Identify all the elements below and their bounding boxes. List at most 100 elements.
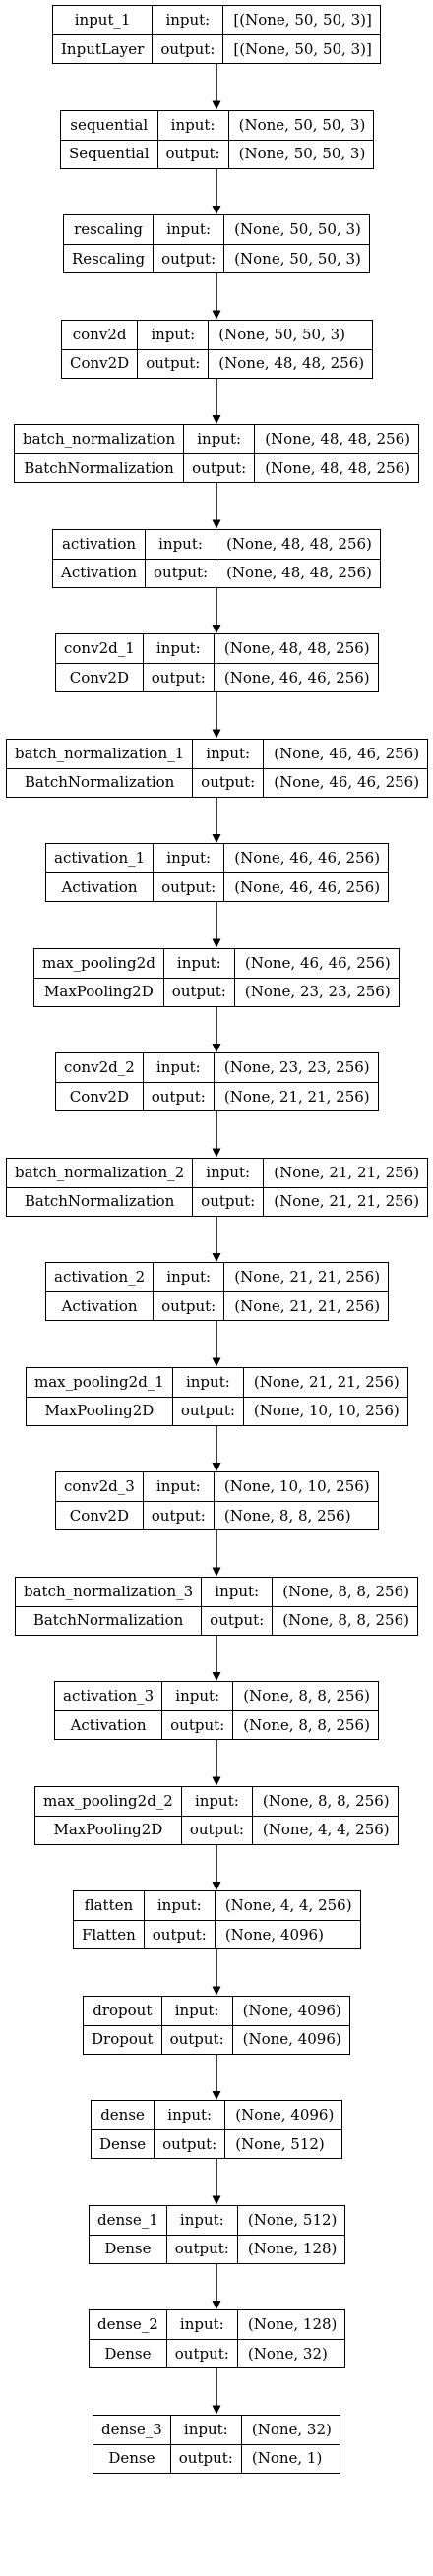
output-shape: (None, 50, 50, 3) <box>224 244 369 272</box>
input-shape: (None, 21, 21, 256) <box>234 1268 381 1286</box>
shape-column: (None, 512)(None, 128) <box>237 2206 345 2263</box>
layer-type: Dense <box>92 2129 155 2158</box>
output-shape: [(None, 50, 50, 3)] <box>223 34 380 63</box>
io-label-column: input:output: <box>154 844 225 901</box>
arrow-head-icon <box>212 1148 221 1158</box>
output-label: output: <box>162 1710 233 1739</box>
shape-column: (None, 4, 4, 256) (None, 4096) <box>215 1891 360 1948</box>
input-shape: [(None, 50, 50, 3)] <box>233 11 372 29</box>
arrow-head-icon <box>212 415 221 424</box>
layer-type: Dense <box>90 2339 166 2367</box>
input-label: input: <box>185 1372 230 1391</box>
io-label-column: input:output: <box>157 110 229 168</box>
output-shape: (None, 32) <box>237 2339 345 2367</box>
input-label: input: <box>206 1163 251 1181</box>
input-shape: (None, 46, 46, 256) <box>234 849 381 867</box>
output-label: output: <box>166 2234 237 2263</box>
layer-name: activation_2 <box>54 1268 146 1286</box>
shape-column: (None, 23, 23, 256)(None, 21, 21, 256) <box>214 1053 378 1110</box>
io-label-column: input:output: <box>181 1786 253 1844</box>
layer-type: BatchNormalization <box>16 1605 202 1635</box>
input-shape: (None, 8, 8, 256) <box>282 1582 409 1600</box>
output-label: output: <box>172 1396 243 1425</box>
layer-type: Activation <box>46 1291 154 1320</box>
layer-type: Conv2D <box>56 1501 143 1529</box>
input-label: input: <box>166 1268 212 1286</box>
layer-type: BatchNormalization <box>7 767 193 797</box>
layer-type: MaxPooling2D <box>34 977 163 1006</box>
arrow-head-icon <box>212 100 221 110</box>
output-shape: (None, 4096) <box>215 1920 360 1948</box>
output-shape: (None, 48, 48, 256) <box>209 348 373 378</box>
arrow-head-icon <box>212 1986 221 1996</box>
layer-type: Rescaling <box>64 244 154 272</box>
io-label-column: input:output: <box>193 739 265 797</box>
io-label-column: input: output: <box>143 634 215 691</box>
output-shape: (None, 512) <box>225 2129 342 2158</box>
input-shape: (None, 46, 46, 256) <box>244 953 391 972</box>
arrow-head-icon <box>212 2405 221 2415</box>
io-label-column: input:output: <box>202 1577 274 1635</box>
layer-name: activation_3 <box>63 1687 155 1705</box>
shape-column: (None, 48, 48, 256)(None, 48, 48, 256) <box>255 425 419 482</box>
input-shape: (None, 46, 46, 256) <box>274 744 420 762</box>
shape-column: (None, 21, 21, 256)(None, 21, 21, 256) <box>264 1159 428 1216</box>
output-shape: (None, 50, 50, 3) <box>228 139 374 168</box>
arrow-head-icon <box>212 1882 221 1890</box>
output-label: output: <box>193 1186 264 1216</box>
io-label-column: input:output: <box>138 320 210 378</box>
input-label: input: <box>155 1058 201 1076</box>
output-label: output: <box>143 663 214 691</box>
layer-type: Conv2D <box>56 1082 143 1110</box>
layer-name: max_pooling2d_1 <box>34 1372 164 1391</box>
input-shape: (None, 4, 4, 256) <box>224 1896 352 1914</box>
arrow-head-icon <box>212 1672 221 1681</box>
io-label-column: input:output: <box>153 6 224 63</box>
layer-type: Dense <box>90 2234 166 2263</box>
output-label: output: <box>144 1920 215 1948</box>
input-label: input: <box>166 849 212 867</box>
shape-column: (None, 50, 50, 3)(None, 50, 50, 3) <box>228 111 374 168</box>
shape-column: (None, 46, 46, 256)(None, 46, 46, 256) <box>224 844 389 901</box>
layer-name: conv2d <box>72 325 127 343</box>
input-label: input: <box>170 115 216 134</box>
input-label: input: <box>155 639 201 657</box>
arrow-head-icon <box>212 1776 221 1786</box>
output-label: output: <box>181 1815 252 1844</box>
layer-name: dense_1 <box>97 2210 158 2229</box>
output-shape: (None, 10, 10, 256) <box>243 1396 407 1425</box>
output-shape: (None, 1) <box>241 2443 340 2473</box>
layer-name: conv2d_2 <box>64 1058 135 1076</box>
input-shape: (None, 128) <box>247 2315 338 2333</box>
shape-column: (None, 8, 8, 256)(None, 8, 8, 256) <box>233 1682 378 1739</box>
output-shape: (None, 8, 8, 256) <box>233 1710 378 1739</box>
shape-column: (None, 32)(None, 1) <box>241 2416 340 2473</box>
arrow-head-icon <box>212 1567 221 1577</box>
layer-name: conv2d_1 <box>64 639 135 657</box>
input-label: input: <box>165 11 211 29</box>
input-label: input: <box>175 1687 220 1705</box>
output-shape: (None, 23, 23, 256) <box>234 977 399 1006</box>
input-shape: (None, 48, 48, 256) <box>223 639 370 657</box>
shape-column: (None, 4096)(None, 4096) <box>232 1997 349 2054</box>
output-shape: (None, 46, 46, 256) <box>264 767 428 797</box>
output-label: output: <box>155 2129 225 2158</box>
